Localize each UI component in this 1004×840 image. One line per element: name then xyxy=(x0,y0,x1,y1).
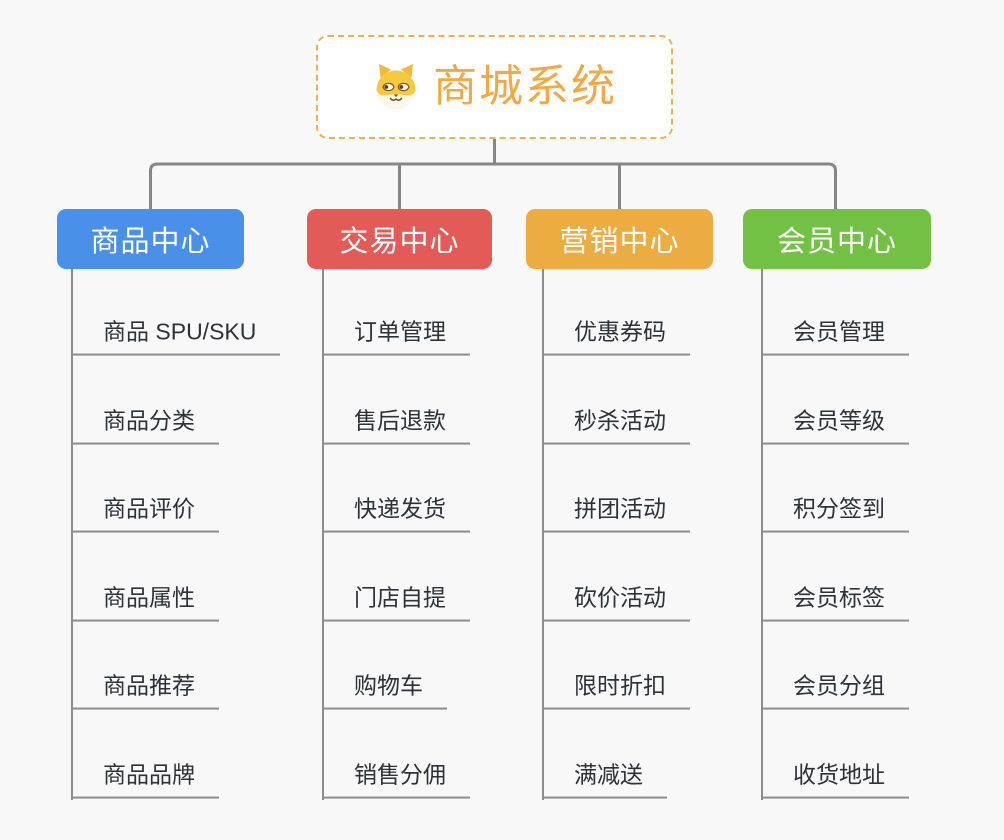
leaf-node[interactable]: 销售分佣 xyxy=(322,762,470,799)
leaf-node[interactable]: 优惠券码 xyxy=(542,319,690,356)
leaf-node[interactable]: 限时折扣 xyxy=(542,673,690,710)
leaf-node[interactable]: 商品品牌 xyxy=(71,762,219,799)
branch-stem-line xyxy=(542,269,544,800)
leaf-node[interactable]: 会员等级 xyxy=(761,408,909,445)
leaf-node[interactable]: 会员分组 xyxy=(761,673,909,710)
dog-face-icon xyxy=(376,64,416,110)
branch-header-product-center[interactable]: 商品中心 xyxy=(57,209,244,269)
leaf-node[interactable]: 会员管理 xyxy=(761,319,909,356)
leaf-node[interactable]: 拼团活动 xyxy=(542,496,690,533)
leaf-node[interactable]: 商品推荐 xyxy=(71,673,219,710)
leaf-node[interactable]: 购物车 xyxy=(322,673,447,710)
leaf-node[interactable]: 售后退款 xyxy=(322,408,470,445)
branch-header-trade-center[interactable]: 交易中心 xyxy=(307,209,492,269)
leaf-node[interactable]: 商品评价 xyxy=(71,496,219,533)
leaf-node[interactable]: 积分签到 xyxy=(761,496,909,533)
leaf-node[interactable]: 门店自提 xyxy=(322,585,470,622)
leaf-node[interactable]: 商品 SPU/SKU xyxy=(71,319,281,356)
leaf-node[interactable]: 会员标签 xyxy=(761,585,909,622)
root-node[interactable]: 商城系统 xyxy=(316,35,673,139)
leaf-node[interactable]: 秒杀活动 xyxy=(542,408,690,445)
branch-stem-line xyxy=(761,269,763,800)
branch-stem-line xyxy=(322,269,324,800)
leaf-node[interactable]: 收货地址 xyxy=(761,762,909,799)
branch-header-member-center[interactable]: 会员中心 xyxy=(743,209,931,269)
root-title: 商城系统 xyxy=(433,62,617,111)
leaf-node[interactable]: 砍价活动 xyxy=(542,585,690,622)
branch-header-marketing-center[interactable]: 营销中心 xyxy=(526,209,713,269)
branch-stem-line xyxy=(71,269,73,800)
leaf-node[interactable]: 快递发货 xyxy=(322,496,470,533)
leaf-node[interactable]: 满减送 xyxy=(542,762,667,799)
branch-rail-line xyxy=(149,162,837,209)
leaf-node[interactable]: 商品分类 xyxy=(71,408,219,445)
leaf-node[interactable]: 订单管理 xyxy=(322,319,470,356)
leaf-node[interactable]: 商品属性 xyxy=(71,585,219,622)
